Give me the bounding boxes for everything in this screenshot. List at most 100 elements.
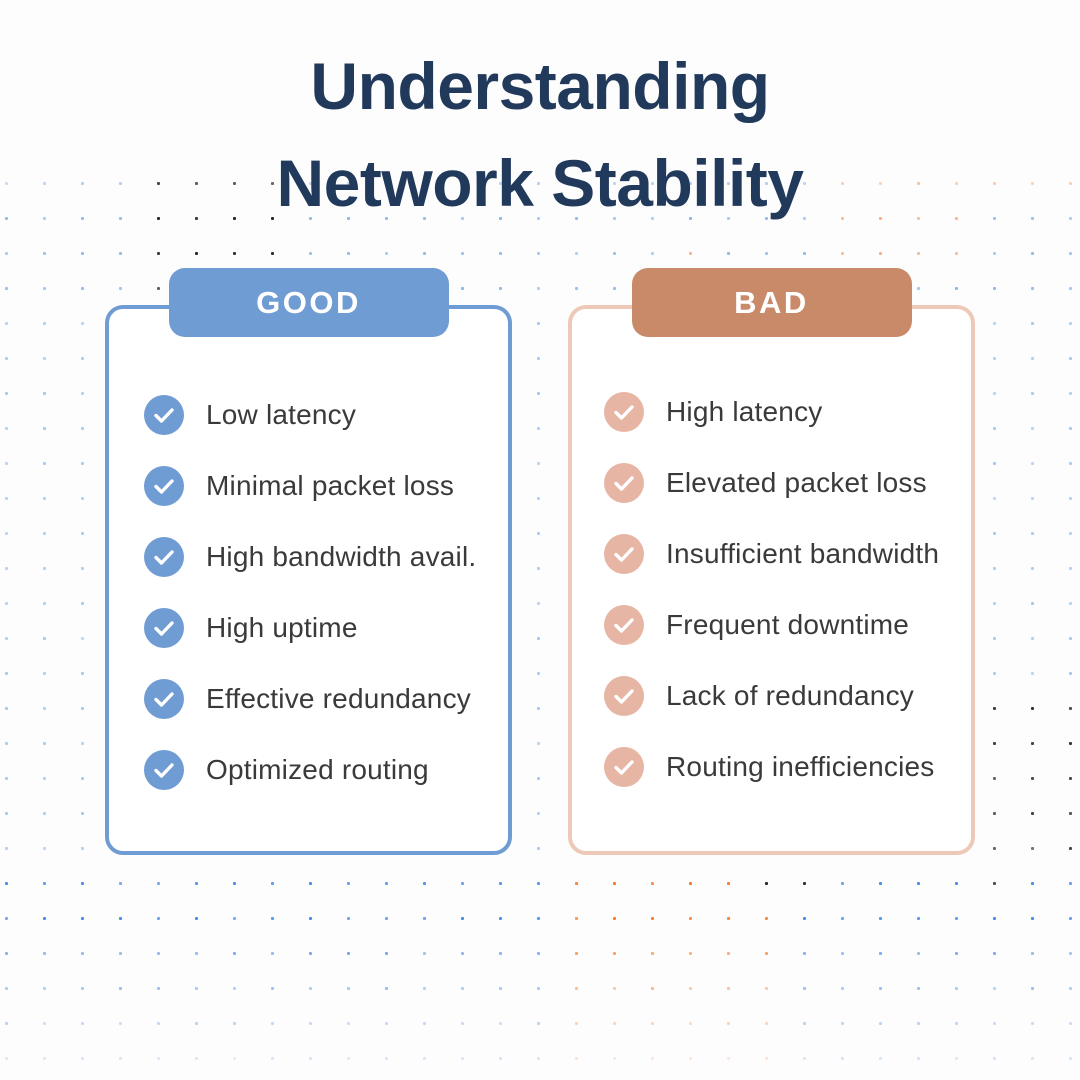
dot <box>689 917 692 920</box>
dot <box>461 287 464 290</box>
dot <box>43 182 46 185</box>
dot <box>1069 497 1072 500</box>
dot <box>651 182 654 185</box>
dot <box>233 1022 236 1025</box>
dot <box>195 252 198 255</box>
bad-list: High latency Elevated packet loss Insuff… <box>572 309 971 787</box>
good-badge: GOOD <box>168 268 449 337</box>
list-item-label: Insufficient bandwidth <box>666 538 940 569</box>
dot <box>575 252 578 255</box>
dot <box>993 427 996 430</box>
dot <box>1069 567 1072 570</box>
dot <box>119 1022 122 1025</box>
dot <box>347 217 350 220</box>
dot <box>537 287 540 290</box>
dot <box>271 217 274 220</box>
dot <box>537 357 540 360</box>
dot <box>689 252 692 255</box>
list-item: Routing inefficiencies <box>604 747 971 787</box>
dot <box>157 1022 160 1025</box>
dot <box>765 1022 768 1025</box>
dot <box>727 882 730 885</box>
dot <box>1069 357 1072 360</box>
dot <box>233 952 236 955</box>
dot <box>651 1057 654 1060</box>
list-item-label: High uptime <box>206 612 358 643</box>
dot <box>347 1022 350 1025</box>
dot <box>1031 812 1034 815</box>
dot <box>537 1057 540 1060</box>
check-circle-icon <box>144 679 184 719</box>
dot <box>765 1057 768 1060</box>
dot <box>81 987 84 990</box>
dot <box>841 987 844 990</box>
dot <box>43 882 46 885</box>
check-circle-icon <box>604 534 644 574</box>
dot <box>347 882 350 885</box>
dot <box>1031 217 1034 220</box>
dot <box>537 742 540 745</box>
dot <box>727 917 730 920</box>
dot <box>5 1022 8 1025</box>
dot <box>689 182 692 185</box>
dot <box>43 252 46 255</box>
dot <box>1069 462 1072 465</box>
dot <box>5 777 8 780</box>
dot <box>81 427 84 430</box>
dot <box>81 567 84 570</box>
dot <box>271 952 274 955</box>
dot <box>955 952 958 955</box>
dot <box>5 672 8 675</box>
dot <box>119 882 122 885</box>
dot <box>499 182 502 185</box>
dot <box>5 322 8 325</box>
dot <box>461 987 464 990</box>
dot <box>1031 567 1034 570</box>
dot <box>993 847 996 850</box>
dot <box>43 812 46 815</box>
check-circle-icon <box>604 463 644 503</box>
dot <box>1069 882 1072 885</box>
dot <box>841 952 844 955</box>
dot <box>119 252 122 255</box>
dot <box>575 287 578 290</box>
dot <box>1031 427 1034 430</box>
dot <box>651 252 654 255</box>
dot <box>803 917 806 920</box>
dot <box>955 987 958 990</box>
dot <box>955 917 958 920</box>
check-circle-icon <box>144 466 184 506</box>
dot <box>1069 1022 1072 1025</box>
dot <box>119 917 122 920</box>
dot <box>461 182 464 185</box>
dot <box>81 847 84 850</box>
dot <box>1031 252 1034 255</box>
dot <box>81 672 84 675</box>
dot <box>43 1022 46 1025</box>
dot <box>5 357 8 360</box>
dot <box>499 952 502 955</box>
dot <box>423 182 426 185</box>
dot <box>537 322 540 325</box>
dot <box>309 182 312 185</box>
dot <box>499 1022 502 1025</box>
dot <box>81 777 84 780</box>
list-item-label: Frequent downtime <box>666 609 910 640</box>
list-item: High bandwidth avail. <box>144 537 508 577</box>
dot <box>423 1022 426 1025</box>
dot <box>81 637 84 640</box>
dot <box>765 252 768 255</box>
dot <box>43 742 46 745</box>
list-item: Effective redundancy <box>144 679 508 719</box>
dot <box>765 182 768 185</box>
dot <box>43 322 46 325</box>
list-item: Frequent downtime <box>604 605 971 645</box>
dot <box>461 952 464 955</box>
dot <box>955 287 958 290</box>
dot <box>613 882 616 885</box>
dot <box>1069 742 1072 745</box>
dot <box>1069 777 1072 780</box>
dot <box>43 917 46 920</box>
dot <box>385 952 388 955</box>
dot <box>879 952 882 955</box>
